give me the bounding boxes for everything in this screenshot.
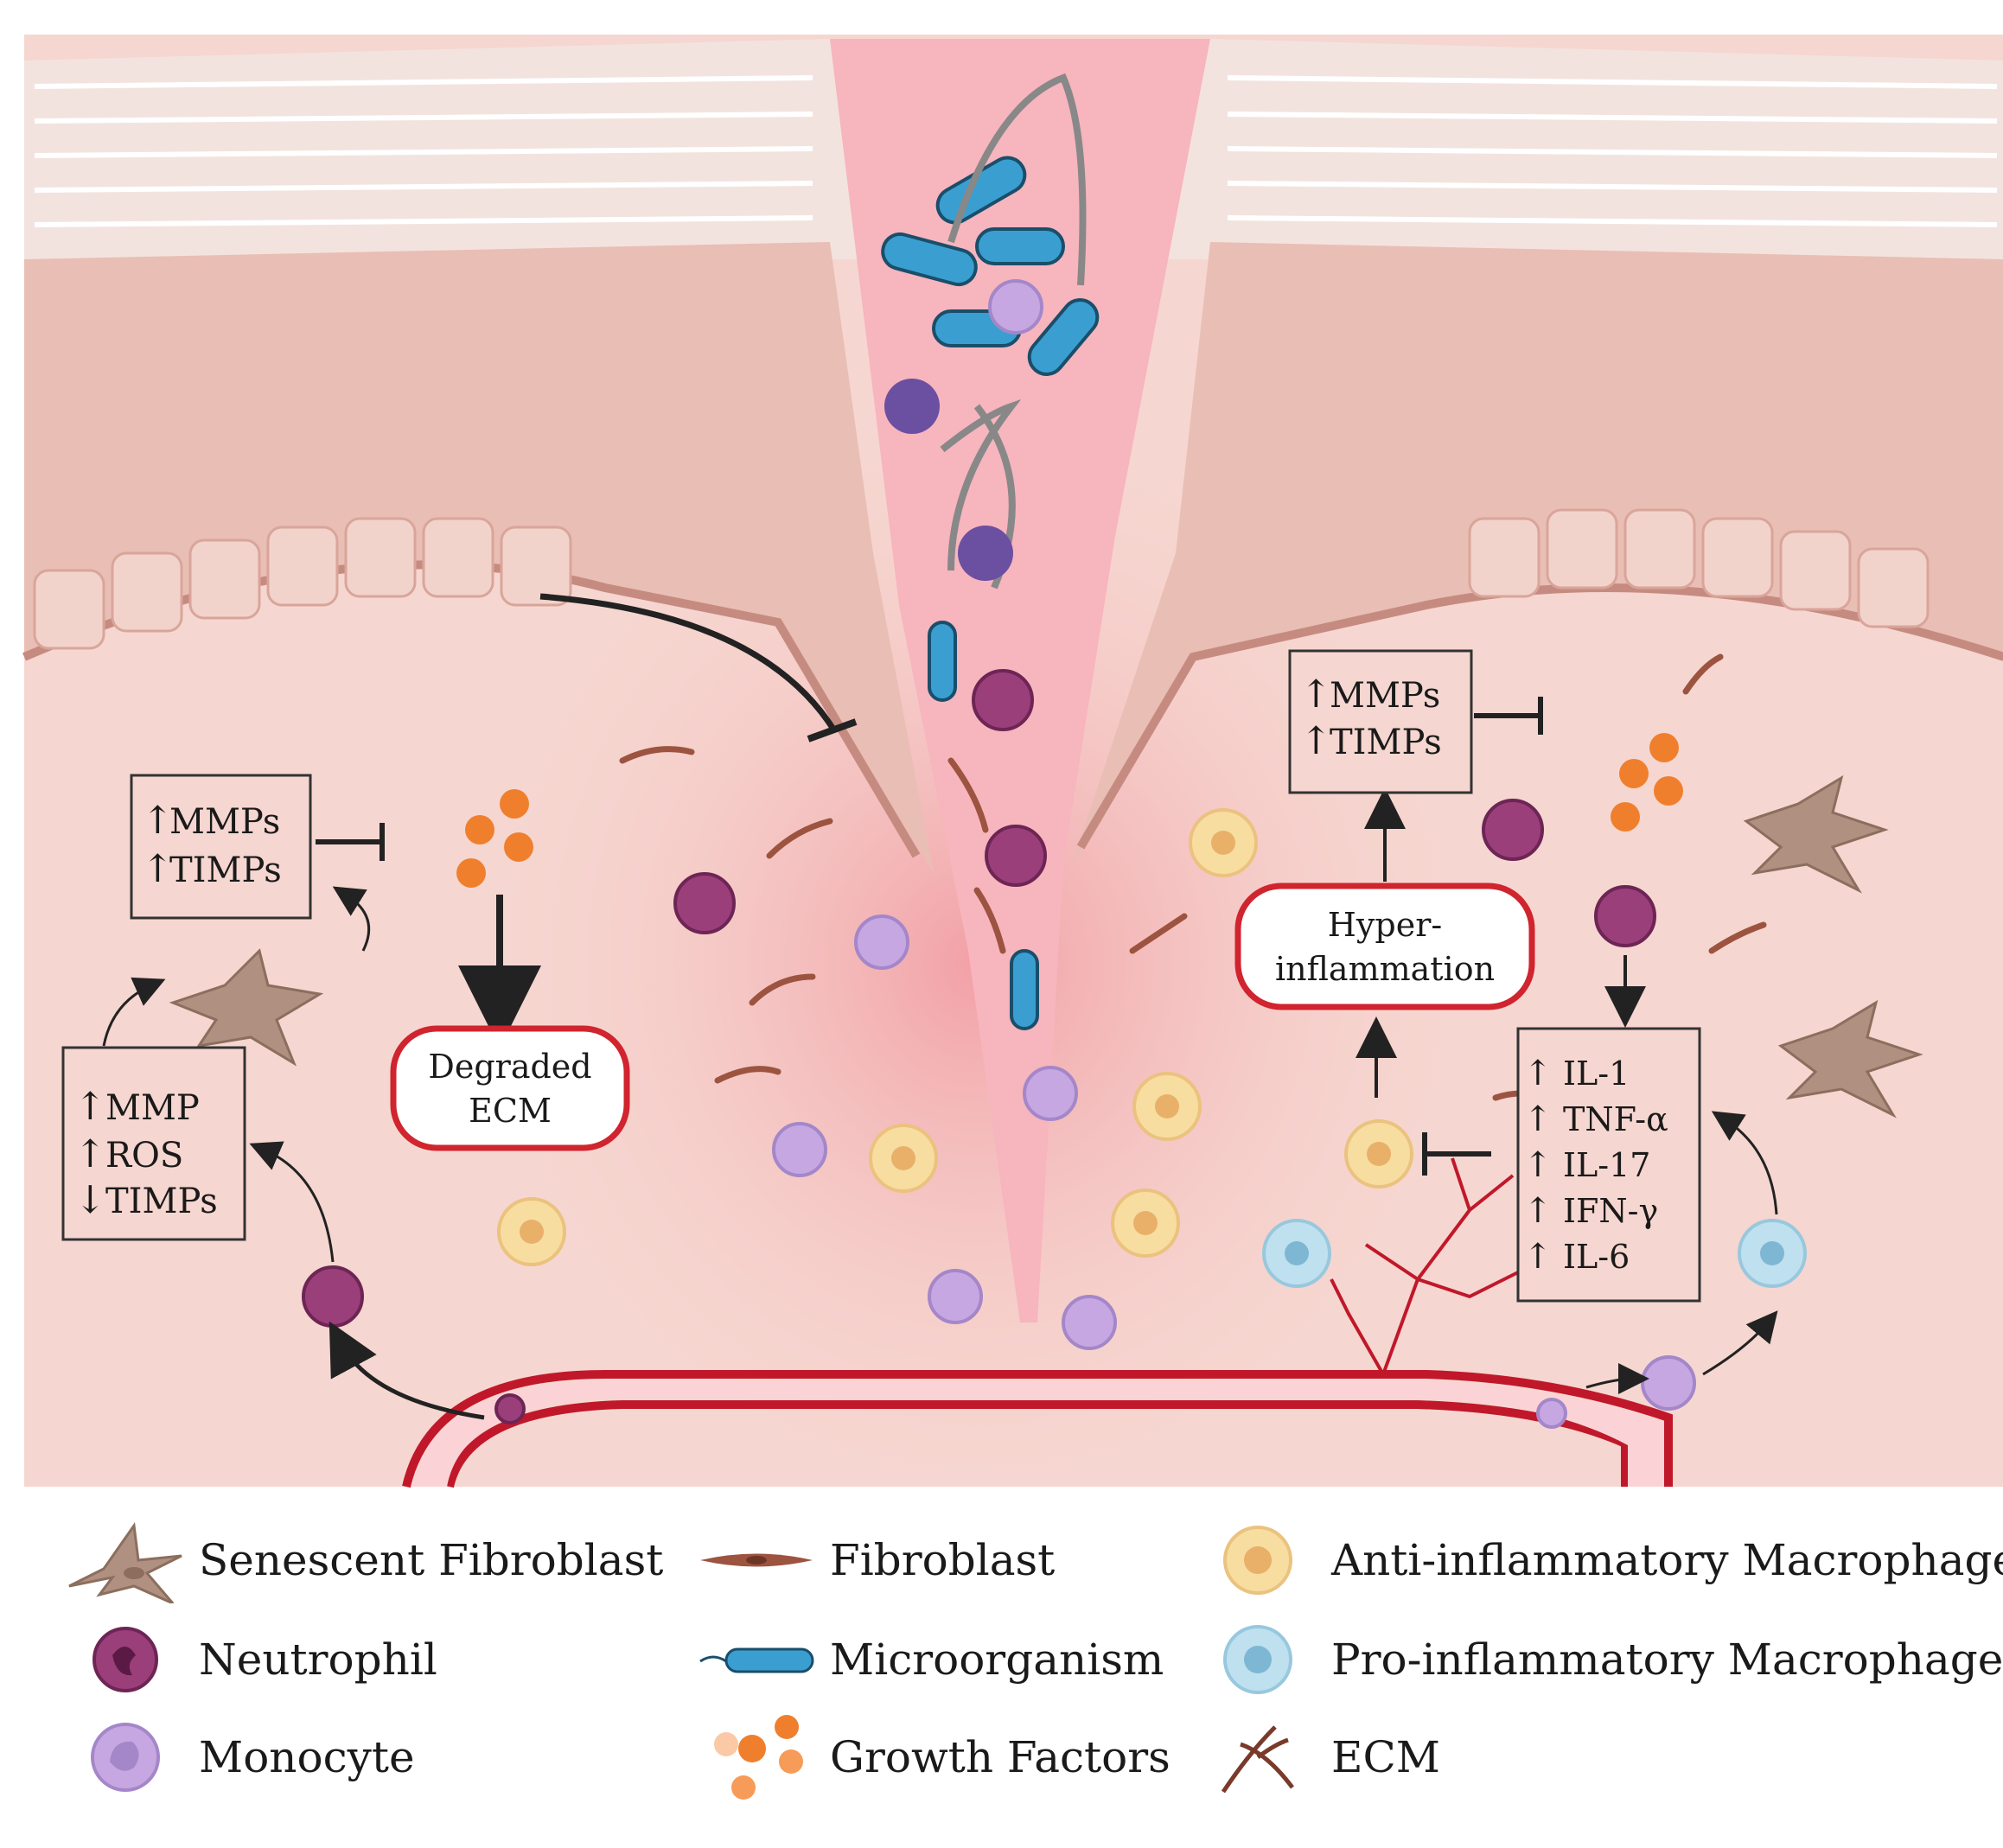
degraded-ecm-line-1: Degraded bbox=[428, 1048, 591, 1086]
legend-item-senescent-fibroblast: Senescent Fibroblast bbox=[61, 1513, 663, 1608]
box-right-mmps-timps: ↑ MMPs ↑ TIMPs bbox=[1288, 649, 1473, 794]
arrow-up-icon: ↑ bbox=[1523, 1099, 1553, 1139]
legend-label: Pro-inflammatory Macrophage bbox=[1331, 1635, 2003, 1685]
legend-item-pro-inflammatory-macrophage: Pro-inflammatory Macrophage bbox=[1193, 1612, 2003, 1707]
arrow-up-icon: ↑ bbox=[1523, 1237, 1553, 1277]
legend-item-anti-inflammatory-macrophage: Anti-inflammatory Macrophage bbox=[1193, 1513, 2003, 1608]
legend-label: Fibroblast bbox=[830, 1535, 1056, 1585]
neutrophil-icon bbox=[61, 1612, 190, 1707]
legend-label: ECM bbox=[1331, 1732, 1440, 1782]
box-right-cytokines: ↑ IL-1 ↑ TNF-α ↑ IL-17 ↑ IFN-γ ↑ IL-6 bbox=[1516, 1027, 1701, 1303]
monocytes bbox=[772, 279, 1696, 1429]
ecm-icon bbox=[1193, 1710, 1323, 1805]
box-left-mmps-timps: ↑ MMPs ↑ TIMPs bbox=[130, 774, 312, 920]
legend-item-growth-factors: Growth Factors bbox=[692, 1710, 1171, 1805]
legend-label: Growth Factors bbox=[830, 1732, 1171, 1782]
pro-macrophage-nuclei bbox=[1285, 1241, 1784, 1265]
arrow-up-icon: ↑ bbox=[1523, 1054, 1553, 1093]
pro-inflammatory-macrophage-icon bbox=[1193, 1612, 1323, 1707]
blood-vessel-lumen bbox=[411, 1381, 1664, 1487]
microorganism-icon bbox=[692, 1612, 821, 1707]
inhibition-bar-top bbox=[807, 718, 858, 742]
hyperinflammation-line-1: Hyper- bbox=[1328, 906, 1442, 944]
legend-item-ecm: ECM bbox=[1193, 1710, 1440, 1805]
arrow-monocyte-to-pro-macrophage bbox=[1702, 1310, 1778, 1376]
outcome-degraded-ecm: Degraded ECM bbox=[390, 1025, 630, 1151]
fibroblast-icon bbox=[692, 1513, 821, 1608]
left-bottom-line-3: TIMPs bbox=[105, 1182, 218, 1221]
blood-vessel-inner bbox=[445, 1400, 1630, 1488]
cytokine-line-3: IL-17 bbox=[1563, 1146, 1650, 1184]
left-bottom-line-1: MMP bbox=[105, 1088, 200, 1128]
arrow-pro-macrophage-to-cytokines bbox=[1711, 1111, 1778, 1215]
degraded-ecm-line-2: ECM bbox=[469, 1092, 552, 1130]
legend-item-monocyte: Monocyte bbox=[61, 1710, 415, 1805]
legend: Senescent Fibroblast Neutrophil Monocyte… bbox=[0, 1487, 2003, 1848]
inhibition-curve-top bbox=[539, 593, 837, 732]
left-bottom-line-2: ROS bbox=[105, 1136, 183, 1176]
arrow-box-to-senescent bbox=[102, 977, 166, 1047]
legend-item-fibroblast: Fibroblast bbox=[692, 1513, 1055, 1608]
legend-item-microorganism: Microorganism bbox=[692, 1612, 1164, 1707]
blood-vessel-outer bbox=[402, 1370, 1673, 1488]
growth-factors-left bbox=[456, 789, 533, 888]
growth-factors-icon bbox=[692, 1710, 821, 1805]
arrow-vessel-to-neutrophil bbox=[329, 1321, 485, 1420]
connectors bbox=[102, 593, 1778, 1420]
growth-factors-right bbox=[1611, 733, 1683, 832]
anti-inflammatory-macrophage-icon bbox=[1193, 1513, 1323, 1608]
senescent-fibroblasts bbox=[169, 774, 1923, 1118]
arrow-up-icon: ↑ bbox=[74, 1132, 106, 1176]
arrow-vessel-to-monocyte bbox=[1585, 1363, 1649, 1395]
arrow-up-icon: ↑ bbox=[1523, 1191, 1553, 1231]
hyperinflammation-line-2: inflammation bbox=[1275, 950, 1495, 988]
outcome-hyperinflammation: Hyper- inflammation bbox=[1234, 883, 1535, 1010]
arrow-up-icon: ↑ bbox=[142, 799, 174, 843]
arrow-neutrophil-to-box bbox=[249, 1141, 335, 1263]
basal-layer-right bbox=[1076, 583, 2003, 850]
monocyte-icon bbox=[61, 1710, 190, 1805]
legend-item-neutrophil: Neutrophil bbox=[61, 1612, 437, 1707]
arrow-up-icon: ↑ bbox=[74, 1085, 106, 1129]
cytokine-line-5: IL-6 bbox=[1563, 1238, 1630, 1276]
legend-label: Anti-inflammatory Macrophage bbox=[1331, 1535, 2003, 1585]
capillary-network bbox=[1330, 1157, 1522, 1375]
anti-macrophage-nuclei bbox=[520, 831, 1391, 1244]
legend-label: Senescent Fibroblast bbox=[199, 1535, 664, 1585]
basal-cells bbox=[33, 508, 1930, 650]
arrow-up-icon: ↑ bbox=[1300, 672, 1332, 717]
box-left-mmp-ros-timps: ↑ MMP ↑ ROS ↓ TIMPs bbox=[61, 1046, 246, 1241]
right-top-line-1: MMPs bbox=[1330, 676, 1440, 716]
left-top-line-1: MMPs bbox=[169, 802, 280, 842]
neutrophils bbox=[302, 669, 1656, 1424]
dendritic-cells bbox=[884, 379, 1013, 581]
left-top-line-2: TIMPs bbox=[169, 851, 282, 890]
arrow-down-icon: ↓ bbox=[74, 1178, 106, 1222]
legend-label: Neutrophil bbox=[199, 1635, 437, 1685]
right-top-line-2: TIMPs bbox=[1330, 723, 1442, 762]
arrow-up-icon: ↑ bbox=[142, 847, 174, 891]
arrow-up-icon: ↑ bbox=[1523, 1145, 1553, 1185]
cytokine-line-2: TNF-α bbox=[1563, 1100, 1668, 1138]
stratum-corneum-lines bbox=[34, 75, 1998, 227]
arrow-up-icon: ↑ bbox=[1300, 719, 1332, 763]
cytokine-line-4: IFN-γ bbox=[1563, 1192, 1658, 1230]
senescent-fibroblast-icon bbox=[61, 1513, 190, 1608]
fibroblasts bbox=[619, 653, 1767, 1101]
legend-label: Microorganism bbox=[830, 1635, 1164, 1685]
arrow-senescent-to-mmps bbox=[332, 886, 371, 952]
legend-label: Monocyte bbox=[199, 1732, 415, 1782]
cytokine-line-1: IL-1 bbox=[1563, 1055, 1630, 1093]
